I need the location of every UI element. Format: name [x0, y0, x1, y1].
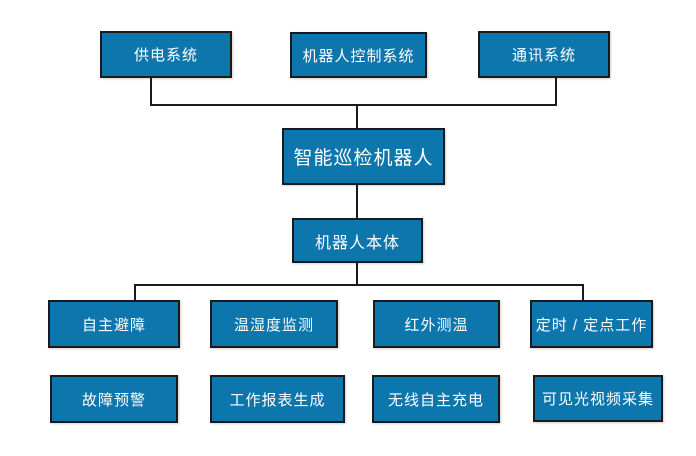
node-infrared-temperature: 红外测温: [373, 300, 500, 348]
node-obstacle-avoidance: 自主避障: [48, 300, 180, 348]
node-robot-body: 机器人本体: [292, 218, 423, 263]
node-temp-humidity-monitoring: 温湿度监测: [210, 300, 338, 348]
node-wireless-self-charging: 无线自主充电: [372, 375, 500, 423]
connector-top-bracket: [150, 78, 557, 106]
node-robot-control-system: 机器人控制系统: [290, 32, 427, 78]
node-visible-light-video-capture: 可见光视频采集: [533, 375, 663, 422]
node-scheduled-fixed-point-work: 定时 / 定点工作: [530, 300, 653, 348]
node-intelligent-inspection-robot: 智能巡检机器人: [282, 128, 445, 185]
connector-bottom-bracket: [134, 284, 584, 300]
node-power-supply-system: 供电系统: [100, 31, 232, 78]
node-fault-warning: 故障预警: [50, 375, 178, 423]
node-communication-system: 通讯系统: [478, 31, 610, 78]
node-work-report-generation: 工作报表生成: [210, 375, 345, 423]
